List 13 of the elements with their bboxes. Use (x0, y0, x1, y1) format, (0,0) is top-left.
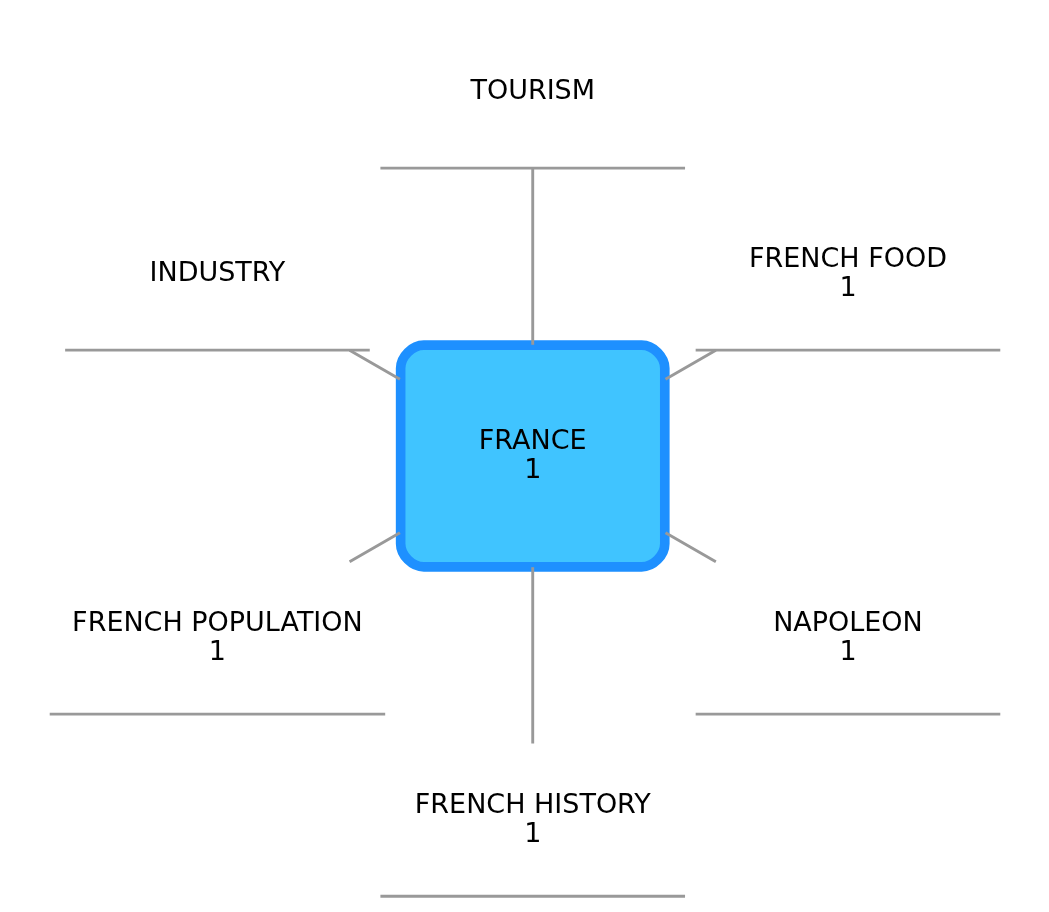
connector (530, 168, 534, 345)
node-box: FRANCE 1 (395, 340, 670, 572)
node-text: FRENCH POPULATION 1 (71, 605, 363, 666)
connector (348, 531, 401, 563)
connector (348, 349, 401, 381)
node-text: NAPOLEON 1 (772, 605, 923, 666)
connector (664, 531, 717, 563)
node-text: TOURISM (469, 74, 595, 106)
connector (664, 349, 717, 381)
node-text: INDUSTRY (149, 256, 285, 288)
connector (530, 567, 534, 744)
node-text: FRENCH HISTORY 1 (414, 787, 651, 848)
node-text: FRENCH FOOD 1 (748, 241, 947, 302)
